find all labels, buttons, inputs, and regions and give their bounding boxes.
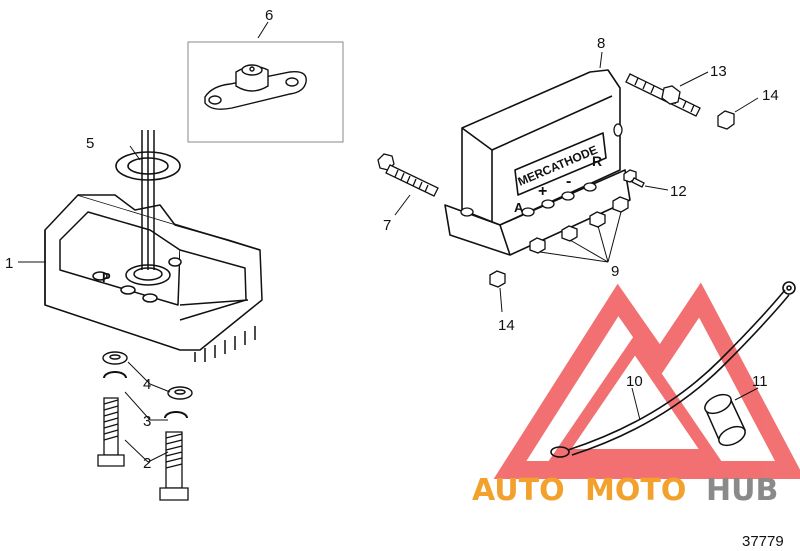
- callout-9: 9: [611, 263, 619, 280]
- watermark-part2: MOTO: [585, 473, 686, 508]
- bracket-mark-label: P: [102, 270, 111, 285]
- callout-1: 1: [5, 255, 13, 272]
- terminal-minus-label: -: [566, 173, 571, 190]
- callout-11: 11: [752, 373, 768, 390]
- screw-icon: [377, 153, 439, 197]
- callout-13: 13: [710, 63, 727, 80]
- callout-2: 2: [143, 455, 151, 472]
- stud-icon: [625, 73, 701, 117]
- terminal-plus-label: +: [538, 183, 547, 200]
- terminal-r-label: R: [592, 153, 602, 169]
- flat-washer-icon: [102, 351, 193, 400]
- cap-icon: [704, 393, 746, 447]
- callout-6: 6: [265, 7, 273, 24]
- watermark-part3: HUB: [706, 473, 778, 508]
- bracket-part-icon: [44, 130, 263, 362]
- watermark-part1: AUTO: [472, 473, 565, 508]
- callout-numbers: 1 2 3 4 5 6 7 8 9 10 11 12 13 14 14: [5, 7, 779, 472]
- callout-10: 10: [626, 373, 643, 390]
- callout-3: 3: [143, 413, 151, 430]
- callout-14-top: 14: [762, 87, 779, 104]
- inset-box-item-6: [187, 21, 344, 143]
- callout-4: 4: [143, 376, 151, 393]
- callout-8: 8: [597, 35, 605, 52]
- lead-wire-icon: [550, 281, 796, 458]
- watermark-text: AUTO MOTO HUB: [472, 473, 778, 508]
- terminal-a-label: A: [514, 200, 524, 215]
- leader-lines: [18, 51, 759, 463]
- callout-14-bottom: 14: [498, 317, 515, 334]
- washer-ring-icon: [115, 151, 181, 181]
- watermark-logo-icon: [493, 282, 800, 479]
- mercathode-module-icon: [444, 69, 631, 256]
- hex-nut-icon: [489, 110, 735, 288]
- lock-washer-icon: [103, 371, 188, 419]
- callout-7: 7: [383, 217, 391, 234]
- small-screw-icon: [623, 169, 645, 188]
- drawing-number: 37779: [742, 533, 784, 550]
- bolt-icon: [97, 397, 189, 501]
- callout-12: 12: [670, 183, 687, 200]
- sensor-part-icon: [204, 64, 307, 110]
- callout-5: 5: [86, 135, 94, 152]
